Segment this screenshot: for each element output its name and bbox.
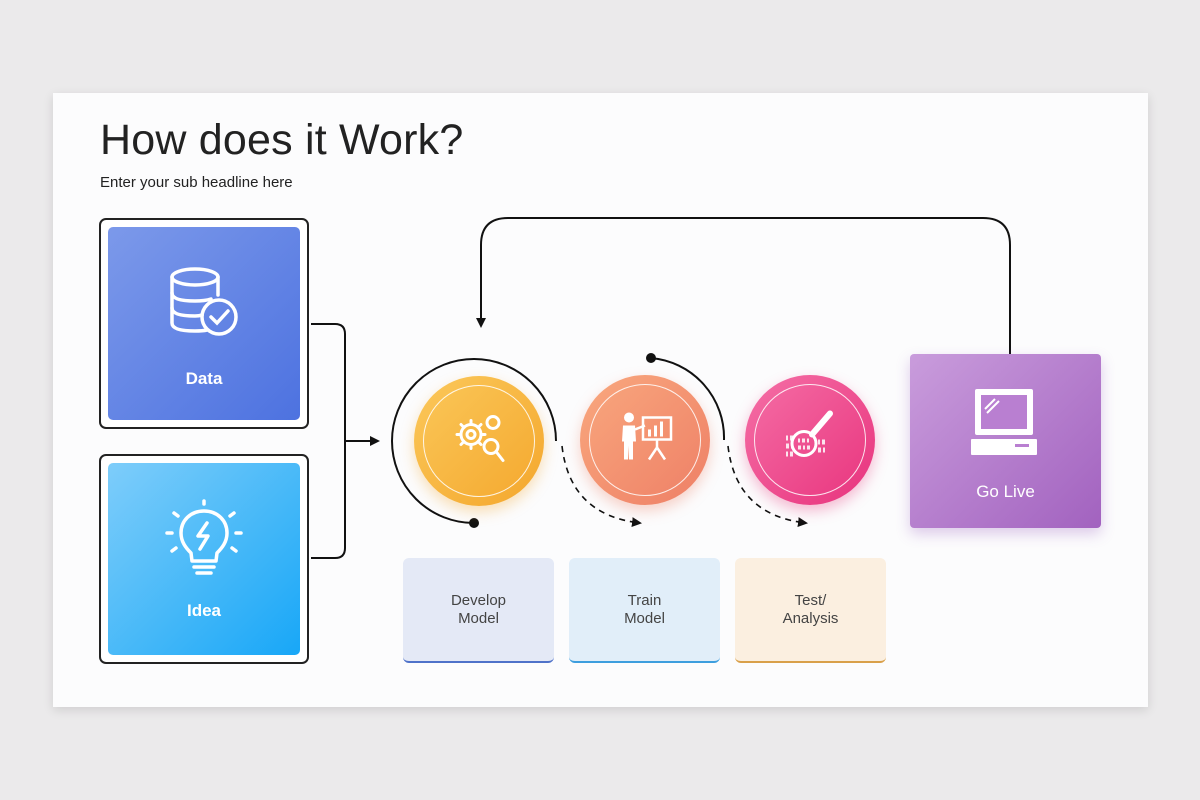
idea-input-frame: Idea	[99, 454, 309, 664]
test-analysis-circle[interactable]	[745, 375, 875, 505]
page-subtitle: Enter your sub headline here	[100, 174, 293, 191]
lightbulb-icon	[164, 499, 244, 584]
data-card[interactable]: Data	[108, 227, 300, 420]
data-input-frame: Data	[99, 218, 309, 429]
develop-arc	[391, 358, 557, 524]
presenter-chart-icon	[615, 408, 675, 473]
idea-label: Idea	[186, 601, 222, 620]
merge-connector	[311, 323, 346, 559]
idea-card[interactable]: Idea	[108, 463, 300, 655]
develop-arc-dot	[469, 518, 479, 528]
train-model-label-card[interactable]: Train Model	[569, 558, 720, 663]
train-model-circle[interactable]	[580, 375, 710, 505]
develop-model-circle[interactable]	[414, 376, 544, 506]
test-analysis-label-card[interactable]: Test/ Analysis	[735, 558, 886, 663]
develop-train-dashed-arrow	[561, 445, 642, 528]
computer-icon	[970, 387, 1041, 464]
binary-magnifier-icon	[778, 406, 842, 475]
train-test-dashed-arrow	[727, 445, 808, 528]
data-label: Data	[185, 369, 223, 388]
go-live-card[interactable]: Go Live	[910, 354, 1101, 528]
go-live-label: Go Live	[976, 482, 1035, 501]
page-title: How does it Work?	[100, 116, 464, 164]
train-arc	[650, 357, 726, 441]
develop-model-label-card[interactable]: Develop Model	[403, 558, 554, 663]
gears-search-icon	[449, 409, 509, 474]
database-check-icon	[167, 265, 241, 344]
feedback-loop-arrow	[476, 217, 1011, 354]
